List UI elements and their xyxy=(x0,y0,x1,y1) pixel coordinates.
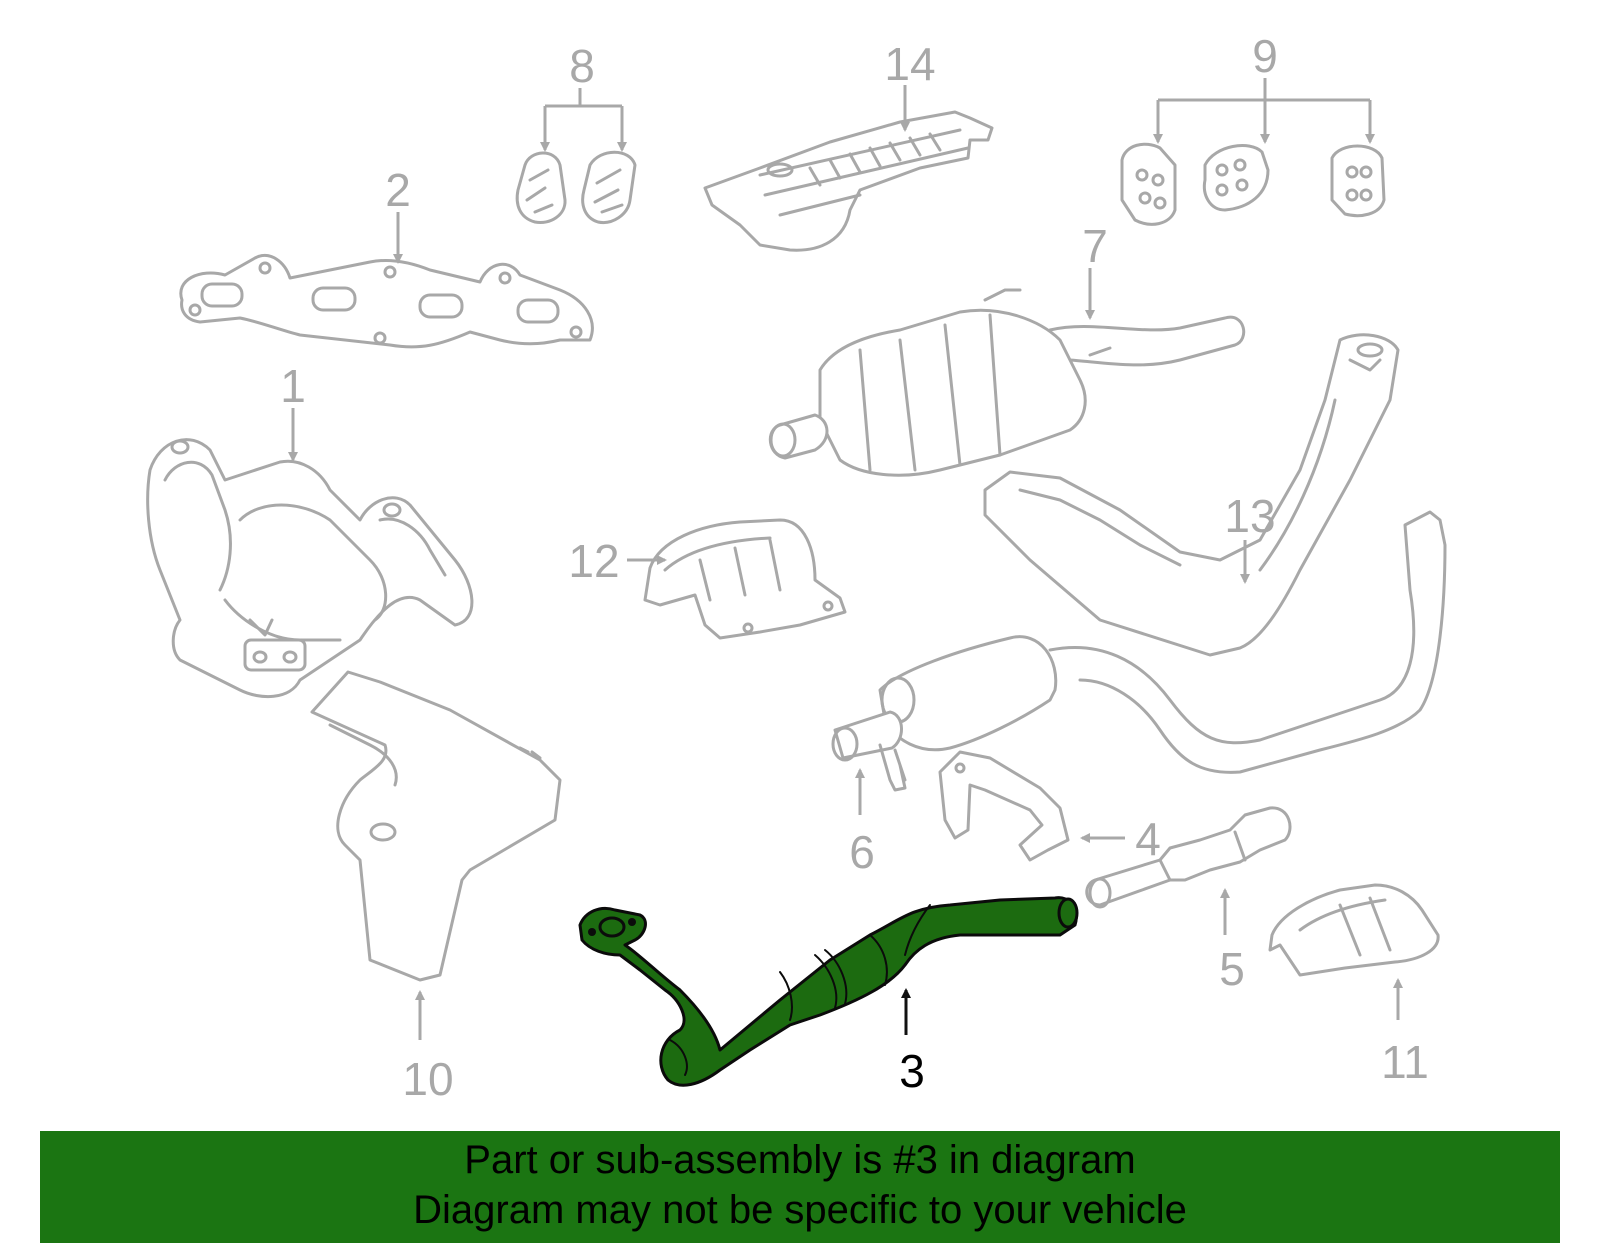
callout-3: 3 xyxy=(899,1045,925,1097)
part-10-heat-shield xyxy=(310,670,562,982)
part-8-hangers xyxy=(515,150,637,225)
callout-1: 1 xyxy=(280,360,306,412)
callout-14: 14 xyxy=(884,38,935,90)
callout-7: 7 xyxy=(1082,220,1108,272)
callout-4: 4 xyxy=(1135,813,1161,865)
part-5-pipe xyxy=(1085,806,1292,909)
banner-line-2: Diagram may not be specific to your vehi… xyxy=(413,1188,1187,1232)
callout-13: 13 xyxy=(1224,490,1275,542)
part-13-shield-pipe xyxy=(983,333,1400,657)
part-4-bracket xyxy=(938,750,1070,862)
callout-labels: 1 2 3 4 5 6 7 8 9 10 11 12 13 14 xyxy=(280,30,1429,1105)
part-14-heat-shield xyxy=(703,110,994,252)
callout-2: 2 xyxy=(385,164,411,216)
part-12-heat-shield xyxy=(643,518,847,640)
part-1-exhaust-manifold xyxy=(146,438,474,699)
part-9-hangers xyxy=(1120,142,1386,226)
callout-10: 10 xyxy=(402,1053,453,1105)
callout-6: 6 xyxy=(849,826,875,878)
part-7-muffler xyxy=(769,288,1246,477)
leader-lines xyxy=(288,78,1403,1040)
part-6-resonator xyxy=(831,510,1447,792)
callout-11: 11 xyxy=(1381,1036,1429,1088)
part-11-heat-shield xyxy=(1268,883,1440,977)
part-3-front-pipe-converter xyxy=(578,896,1079,1087)
callout-5: 5 xyxy=(1219,943,1245,995)
part-info-banner: Part or sub-assembly is #3 in diagram Di… xyxy=(40,1131,1560,1243)
part-2-manifold-gasket xyxy=(179,254,594,349)
callout-9: 9 xyxy=(1252,30,1278,82)
banner-line-1: Part or sub-assembly is #3 in diagram xyxy=(464,1138,1136,1182)
callout-8: 8 xyxy=(569,40,595,92)
callout-12: 12 xyxy=(568,535,619,587)
